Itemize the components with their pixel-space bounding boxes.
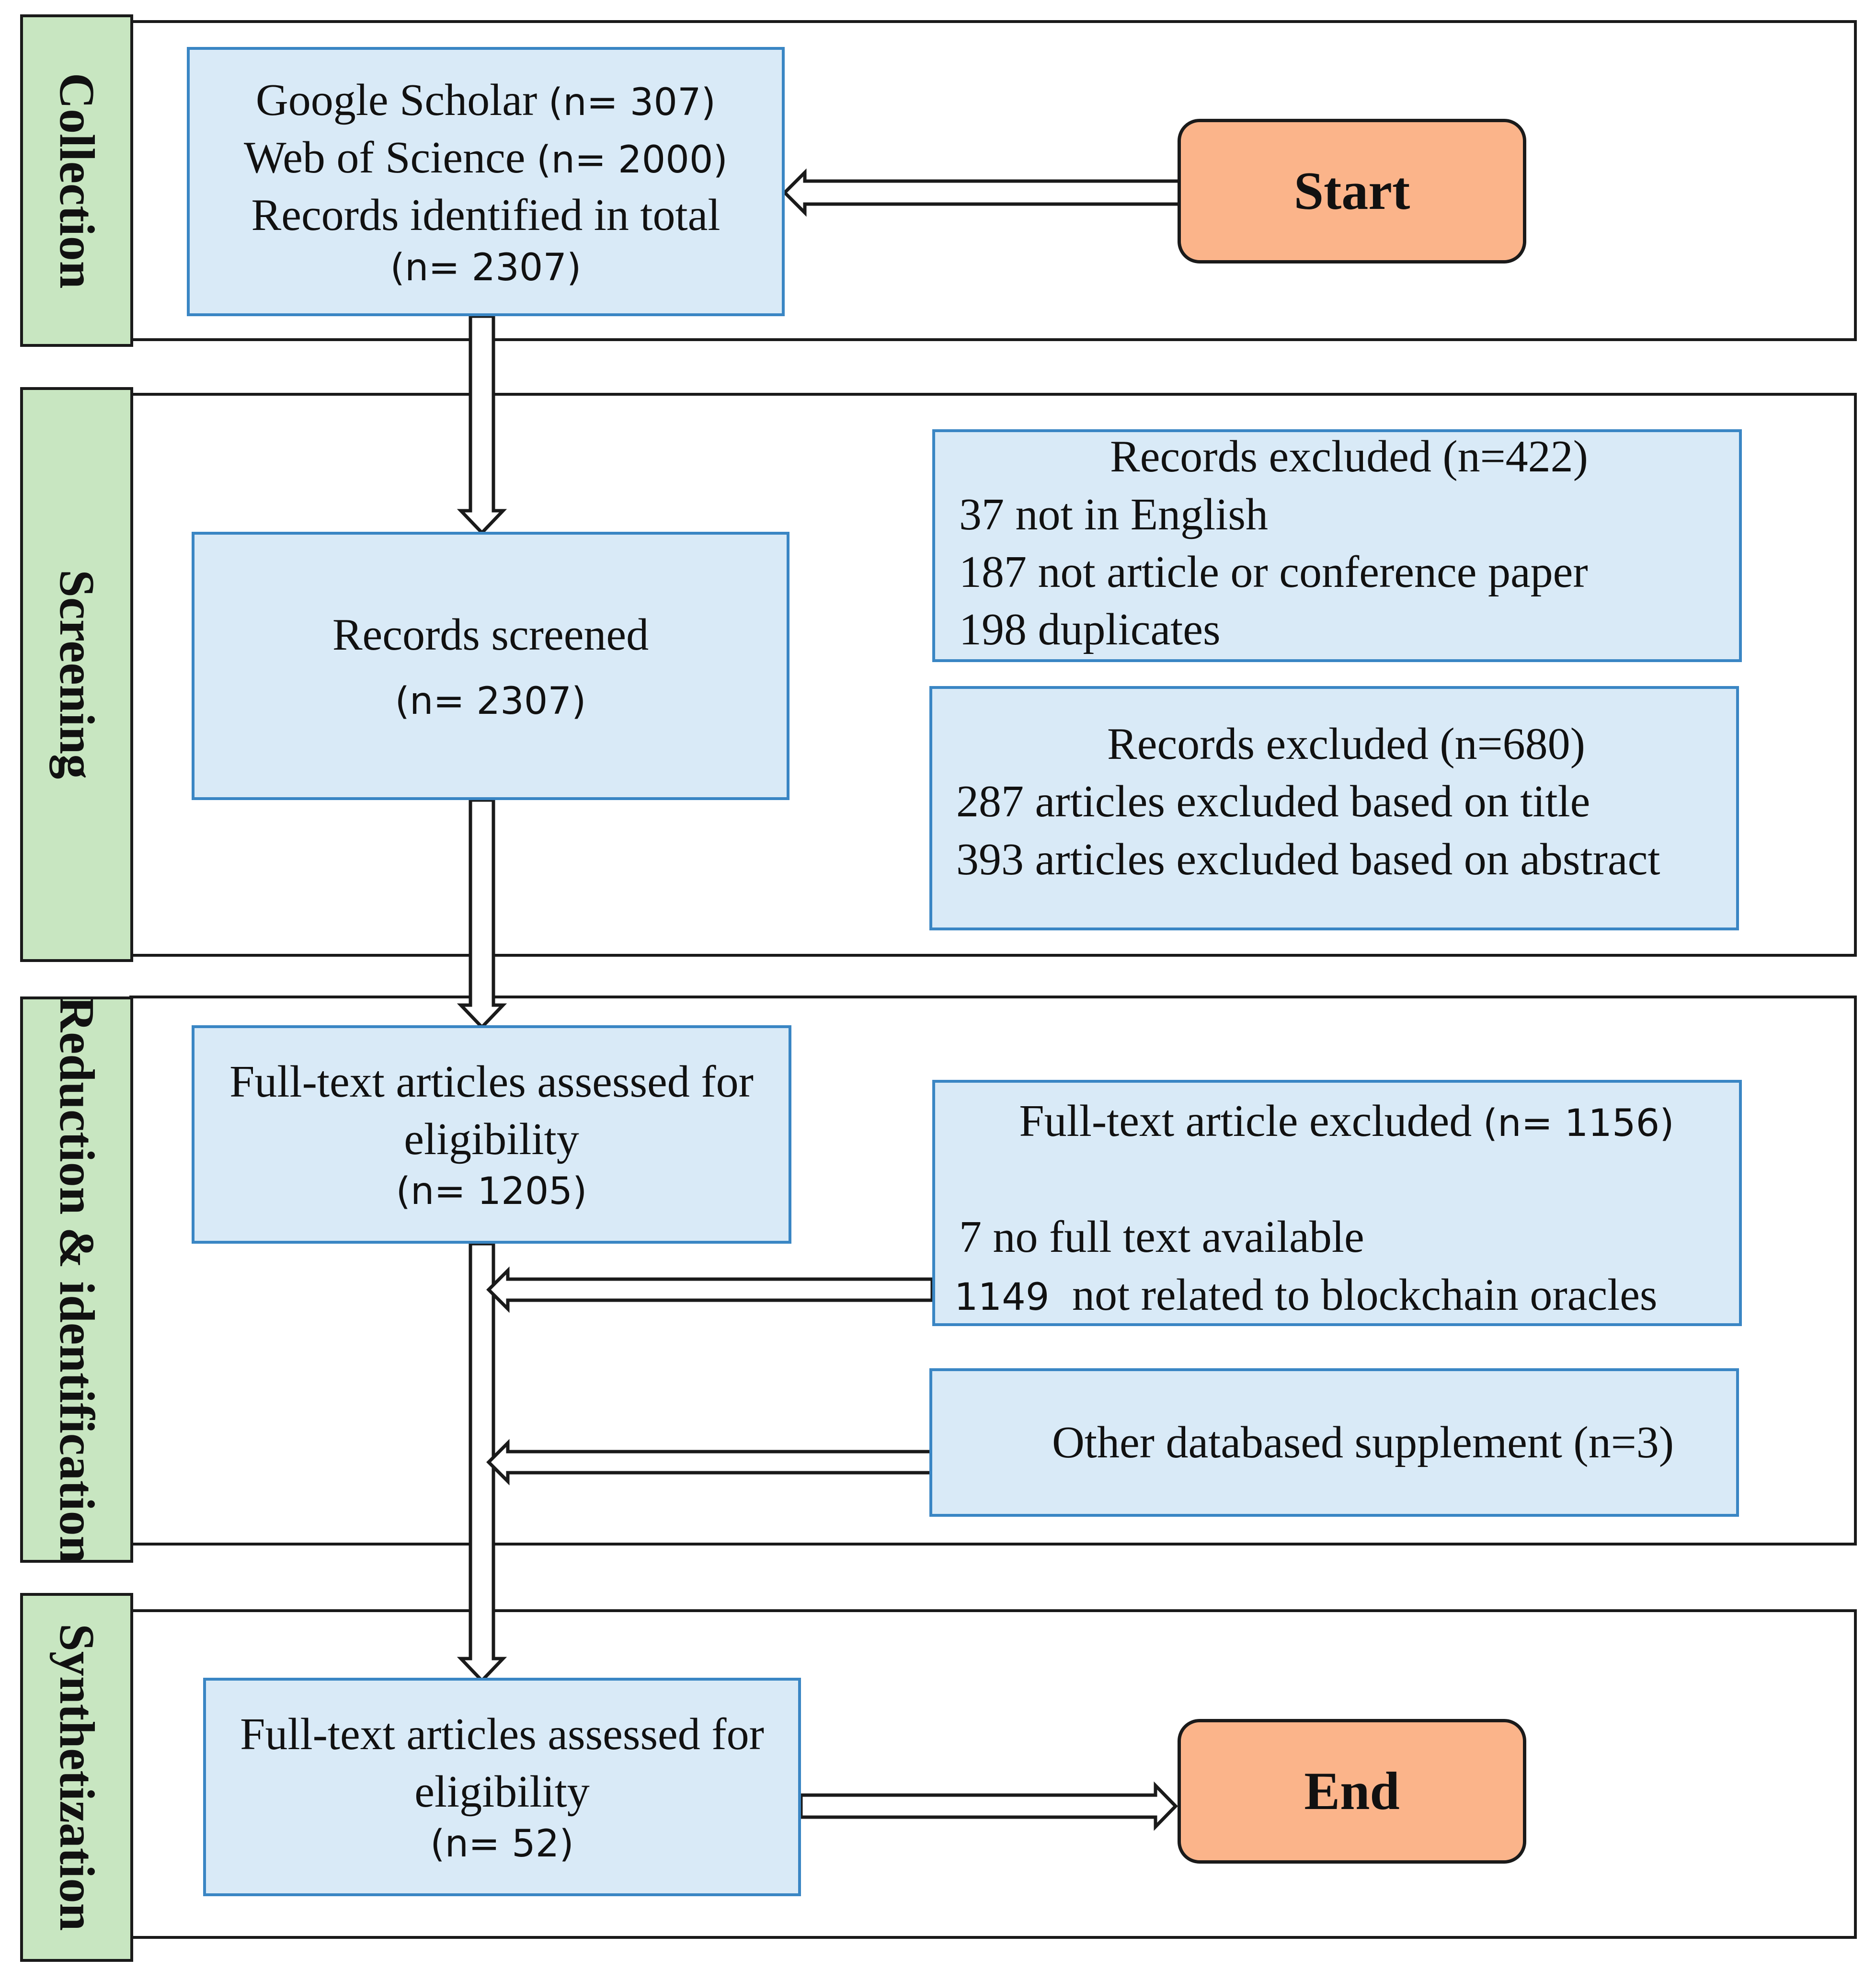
records-screened-count: (n= 2307) [395, 680, 586, 723]
web-of-science-label: Web of Science [244, 132, 526, 183]
web-of-science-count: (n= 2000) [537, 138, 728, 182]
arrow-collection-to-screened [457, 314, 507, 536]
arrow-supplement-to-mainline [486, 1439, 934, 1486]
phase-label-screening: Screening [20, 387, 133, 962]
fulltext-excluded-title-count: (n= 1156) [1483, 1102, 1674, 1145]
arrow-screened-to-fulltext [457, 798, 507, 1030]
other-database-supplement-box: Other databased supplement (n=3) [929, 1368, 1739, 1517]
fulltext-excluded-reason: not related to blockchain oracles [1072, 1270, 1658, 1320]
phase-label-reduction: Reduction & identification [20, 996, 133, 1563]
excluded-422-item: 37 not in English [959, 489, 1268, 539]
collection-records-box: Google Scholar (n= 307) Web of Science (… [187, 47, 785, 316]
fulltext-assessed-box: Full-text articles assessed for eligibil… [192, 1025, 791, 1244]
fulltext-excluded-title-text: Full-text article excluded [1019, 1096, 1472, 1146]
excluded-422-item: 198 duplicates [959, 605, 1221, 655]
fulltext-assessed-count: (n= 1205) [396, 1170, 587, 1214]
phase-label-reduction-text: Reduction & identification [49, 996, 104, 1563]
records-excluded-422-title: Records excluded (n=422) [1110, 432, 1588, 482]
excluded-680-item: 393 articles excluded based on abstract [956, 834, 1660, 884]
phase-label-collection: Collection [20, 14, 133, 347]
excluded-680-item: 287 articles excluded based on title [956, 777, 1590, 827]
fulltext-excluded-item-related: 1149 not related to blockchain oracles [954, 1266, 1658, 1324]
records-excluded-422-box: Records excluded (n=422) 37 not in Engli… [932, 429, 1742, 662]
records-excluded-680-title: Records excluded (n=680) [1107, 719, 1585, 769]
google-scholar-label: Google Scholar [255, 75, 538, 125]
phase-label-collection-text: Collection [49, 72, 104, 289]
start-label: Start [1293, 161, 1410, 221]
records-excluded-680-box: Records excluded (n=680) 287 articles ex… [929, 686, 1739, 930]
phase-label-screening-text: Screening [49, 570, 104, 779]
google-scholar-line: Google Scholar (n= 307) [256, 71, 716, 129]
arrow-final-to-end [799, 1781, 1178, 1831]
start-terminal: Start [1178, 119, 1526, 263]
arrow-start-to-collection [782, 168, 1181, 217]
arrow-fulltext-to-final [457, 1242, 507, 1683]
records-total-label: Records identified in total [251, 190, 721, 240]
excluded-422-item: 187 not article or conference paper [959, 547, 1588, 597]
fulltext-excluded-title: Full-text article excluded (n= 1156) [1019, 1092, 1674, 1150]
final-eligibility-label: eligibility [414, 1767, 590, 1817]
records-screened-box: Records screened (n= 2307) [192, 532, 789, 800]
fulltext-eligibility-label: eligibility [404, 1114, 579, 1165]
records-total-count: (n= 2307) [390, 246, 582, 289]
fulltext-excluded-item: 7 no full text available [959, 1212, 1364, 1262]
end-terminal: End [1178, 1719, 1526, 1864]
fulltext-excluded-count-1149: 1149 [954, 1275, 1050, 1319]
records-screened-label: Records screened [332, 609, 649, 660]
fulltext-assessed-label: Full-text articles assessed for [229, 1056, 754, 1107]
other-database-supplement-label: Other databased supplement (n=3) [1052, 1417, 1674, 1467]
google-scholar-count: (n= 307) [548, 80, 716, 124]
end-label: End [1304, 1761, 1400, 1821]
phase-label-synthetization-text: Synthetization [49, 1624, 104, 1931]
web-of-science-line: Web of Science (n= 2000) [244, 129, 728, 186]
arrow-excluded-to-mainline [486, 1266, 934, 1313]
fulltext-excluded-box: Full-text article excluded (n= 1156) 7 n… [932, 1080, 1742, 1326]
phase-label-synthetization: Synthetization [20, 1593, 133, 1962]
final-articles-label: Full-text articles assessed for [240, 1709, 764, 1759]
final-articles-count: (n= 52) [430, 1822, 574, 1866]
final-articles-box: Full-text articles assessed for eligibil… [203, 1678, 801, 1896]
